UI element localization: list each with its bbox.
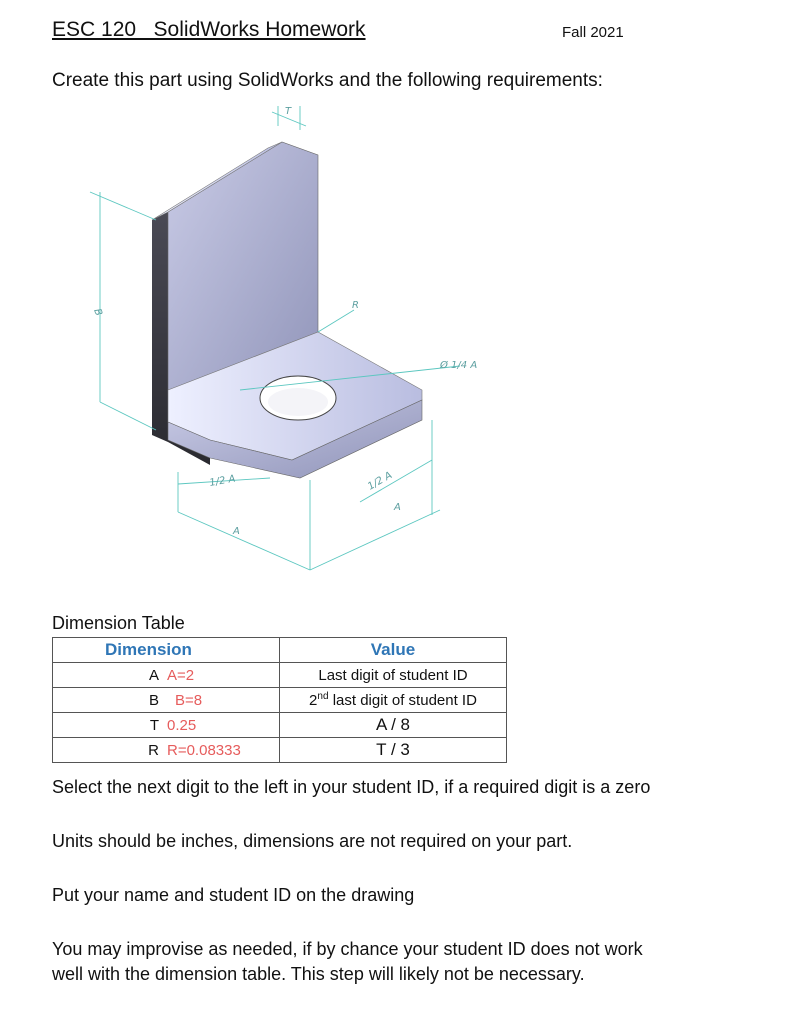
row-letter: A bbox=[148, 666, 159, 684]
note-improvise-line2: well with the dimension table. This step… bbox=[52, 964, 585, 984]
vertical-plate-top bbox=[151, 141, 283, 221]
note-improvise-line1: You may improvise as needed, if by chanc… bbox=[52, 939, 643, 959]
label-r: R bbox=[352, 300, 359, 311]
label-half-a-left: 1/2 A bbox=[209, 474, 237, 489]
row-example: R=0.08333 bbox=[167, 741, 241, 759]
horizontal-plate-edge bbox=[167, 399, 423, 479]
row-value: Last digit of student ID bbox=[279, 662, 507, 688]
dimension-table: Dimension Value A A=2 Last digit of stude… bbox=[52, 637, 507, 763]
note-zero-digit: Select the next digit to the left in you… bbox=[52, 777, 651, 797]
term-label: Fall 2021 bbox=[562, 24, 624, 41]
row-value: last digit of student ID bbox=[332, 692, 477, 709]
intro-text: Create this part using SolidWorks and th… bbox=[52, 70, 603, 91]
header-value: Value bbox=[279, 637, 507, 663]
table-caption: Dimension Table bbox=[52, 613, 185, 633]
row-letter: T bbox=[149, 716, 159, 734]
note-name-id: Put your name and student ID on the draw… bbox=[52, 885, 415, 905]
row-example: A=2 bbox=[167, 666, 195, 684]
row-letter: B bbox=[148, 691, 159, 709]
table-row: B B=8 2nd last digit of student ID bbox=[52, 687, 507, 713]
page-title: ESC 120 SolidWorks Homework bbox=[52, 18, 366, 41]
part-drawing: T B R Ø 1/4 A 1/2 A 1/2 A A A bbox=[89, 106, 477, 571]
table-row: T 0.25 A / 8 bbox=[52, 712, 507, 738]
row-value-ordinal: 2 bbox=[309, 692, 318, 709]
part-side-face bbox=[152, 212, 210, 465]
note-units: Units should be inches, dimensions are n… bbox=[52, 831, 573, 851]
label-b: B bbox=[91, 307, 104, 317]
row-value: T / 3 bbox=[279, 737, 507, 763]
table-row: R R=0.08333 T / 3 bbox=[52, 737, 507, 763]
label-hole: Ø 1/4 A bbox=[439, 359, 477, 371]
table-header-row: Dimension Value bbox=[52, 637, 507, 663]
label-half-a-right: 1/2 A bbox=[366, 470, 394, 493]
row-value: A / 8 bbox=[279, 712, 507, 738]
row-example: B=8 bbox=[175, 691, 203, 709]
row-example: 0.25 bbox=[167, 716, 197, 734]
table-row: A A=2 Last digit of student ID bbox=[52, 662, 507, 688]
label-a-left: A bbox=[232, 526, 240, 537]
row-value-ordinal-suffix: nd bbox=[317, 691, 329, 702]
label-a-right: A bbox=[393, 502, 401, 513]
header-dimension: Dimension bbox=[105, 640, 192, 659]
row-letter: R bbox=[148, 741, 159, 759]
label-t: T bbox=[285, 106, 292, 117]
